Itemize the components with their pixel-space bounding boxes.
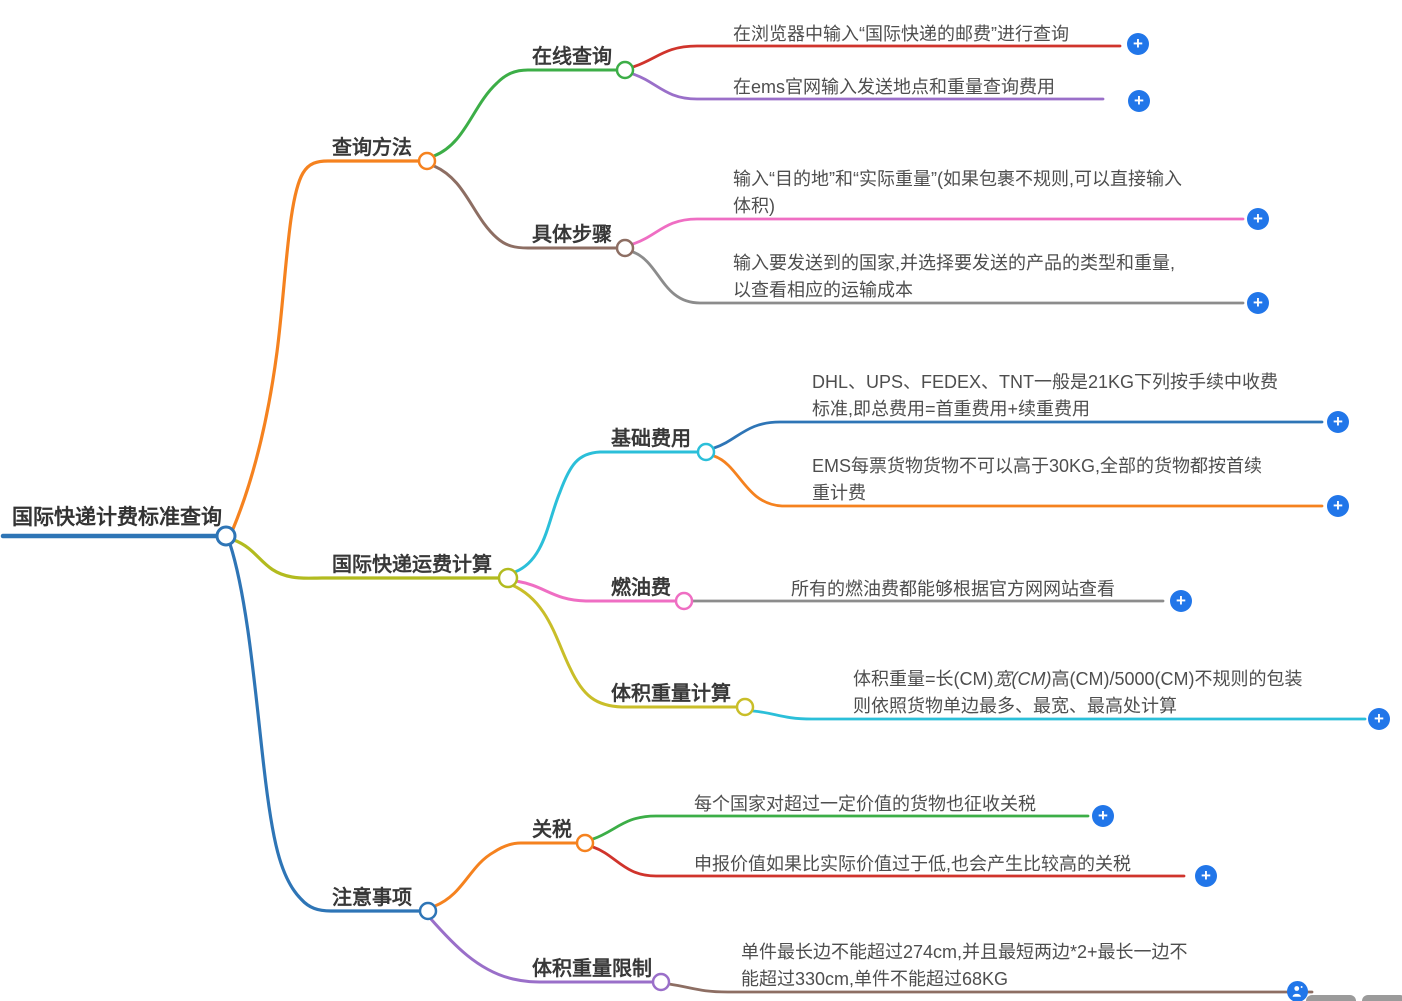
edge-query-method-steps [432,164,619,250]
node-label-base-fee[interactable]: 基础费用 [611,428,691,450]
edge-online-query-ems-leaf [631,72,1105,101]
edge-root-notes [228,542,422,913]
edge-steps-country-leaf [631,250,1245,305]
person-icon [1292,986,1303,997]
node-label-notes[interactable]: 注意事项 [332,887,412,909]
add-child-button-formula-leaf[interactable]: + [1368,708,1390,730]
edge-freight-calc-fuel-fee [514,579,678,603]
node-label-steps[interactable]: 具体步骤 [532,224,612,246]
formula-part-2: 高(CM)/5000(CM)不规则的包装 [1051,669,1303,689]
edge-root-query-method [231,159,421,531]
leaf-text-destination[interactable]: 输入“目的地”和“实际重量”(如果包裹不规则,可以直接输入 体积) [733,169,1182,216]
node-label-online-query[interactable]: 在线查询 [532,46,612,68]
leaf-text-volume-formula[interactable]: 体积重量=长(CM)宽(CM)高(CM)/5000(CM)不规则的包装 则依照货… [853,666,1359,720]
edge-root-freight-calc [232,538,501,580]
node-circle-notes[interactable] [418,901,438,921]
leaf-text-browser-search[interactable]: 在浏览器中输入“国际快递的邮费”进行查询 [733,24,1069,44]
add-child-button-browser-leaf[interactable]: + [1127,33,1149,55]
edge-base-fee-ems30-leaf [712,454,1324,508]
node-circle-steps[interactable] [615,238,635,258]
node-circle-volume-calc[interactable] [735,697,755,717]
edge-query-method-online-query [432,68,619,158]
collaborator-avatar[interactable] [1287,981,1308,1001]
edge-steps-destination-leaf [631,217,1245,246]
node-label-freight-calc[interactable]: 国际快递运费计算 [332,554,492,576]
node-circle-fuel-fee[interactable] [674,591,694,611]
root-node-label[interactable]: 国际快递计费标准查询 [12,506,222,529]
node-circle-base-fee[interactable] [696,442,716,462]
add-child-button-fuel-leaf[interactable]: + [1170,590,1192,612]
node-label-tariff[interactable]: 关税 [532,819,572,841]
node-circle-root[interactable] [215,525,237,547]
node-circle-tariff[interactable] [575,833,595,853]
leaf-text-fuel-fee[interactable]: 所有的燃油费都能够根据官方网网站查看 [791,579,1115,599]
edge-volume-calc-formula-leaf [751,709,1367,721]
node-label-volume-calc[interactable]: 体积重量计算 [611,683,731,705]
add-child-button-tariff-leaf[interactable]: + [1092,805,1114,827]
edge-online-query-browser-leaf [631,44,1122,69]
add-child-button-dhl-leaf[interactable]: + [1327,411,1349,433]
node-circle-volume-limit[interactable] [651,972,671,992]
node-label-fuel-fee[interactable]: 燃油费 [611,577,671,599]
bottom-ui-pill-right [1362,995,1402,1001]
add-child-button-country-leaf[interactable]: + [1247,292,1269,314]
leaf-text-ems-30kg[interactable]: EMS每票货物货物不可以高于30KG,全部的货物都按首续 重计费 [812,456,1263,503]
edge-notes-volume-limit [428,916,655,984]
node-circle-freight-calc[interactable] [497,567,519,589]
edge-tariff-declare-leaf [591,845,1186,878]
edge-base-fee-dhl-leaf [712,420,1324,450]
edge-notes-tariff [433,841,579,908]
leaf-text-country[interactable]: 输入要发送到的国家,并选择要发送的产品的类型和重量, 以查看相应的运输成本 [733,253,1175,300]
add-child-button-destination-leaf[interactable]: + [1247,208,1269,230]
formula-part-italic: 宽(CM) [993,669,1052,689]
leaf-text-size-limit[interactable]: 单件最长边不能超过274cm,并且最短两边*2+最长一边不 能超过330cm,单… [741,942,1188,989]
edge-freight-calc-volume-calc [510,583,739,709]
bottom-ui-pill-left [1306,995,1356,1001]
add-child-button-ems-leaf[interactable]: + [1128,90,1150,112]
node-circle-query-method[interactable] [417,151,437,171]
node-label-query-method[interactable]: 查询方法 [332,137,412,159]
leaf-text-declare-value[interactable]: 申报价值如果比实际价值过于低,也会产生比较高的关税 [694,854,1131,874]
node-label-volume-limit[interactable]: 体积重量限制 [532,958,652,980]
formula-line-2: 则依照货物单边最多、最宽、最高处计算 [853,696,1177,716]
leaf-text-tariff-value[interactable]: 每个国家对超过一定价值的货物也征收关税 [694,794,1036,814]
leaf-text-ems-site[interactable]: 在ems官网输入发送地点和重量查询费用 [733,77,1056,97]
edge-freight-calc-base-fee [513,450,700,574]
formula-part-1: 体积重量=长(CM) [853,669,994,689]
node-circle-online-query[interactable] [615,60,635,80]
edge-tariff-value-leaf [591,814,1090,841]
leaf-text-dhl-fee[interactable]: DHL、UPS、FEDEX、TNT一般是21KG下列按手续中收费 标准,即总费用… [812,372,1279,419]
add-child-button-declare-leaf[interactable]: + [1195,865,1217,887]
edge-volume-limit-limit-leaf [667,982,1314,994]
add-child-button-ems30-leaf[interactable]: + [1327,495,1349,517]
